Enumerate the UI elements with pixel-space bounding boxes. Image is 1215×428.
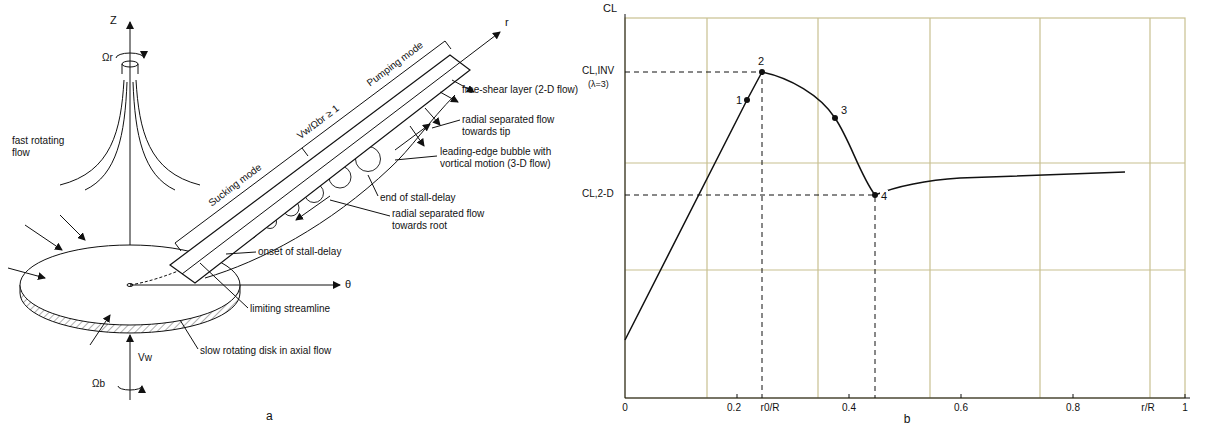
- chart-label: b: [903, 413, 912, 427]
- chart-label: 0.8: [1065, 402, 1081, 414]
- chart-label: 0.6: [953, 402, 969, 414]
- figure-label: Vw/Ωbr ≥ 1: [295, 102, 342, 141]
- chart-label: 4: [880, 190, 888, 203]
- chart-label: 3: [840, 104, 848, 117]
- chart-label: (λ=3): [588, 79, 609, 89]
- chart-label: 0.2: [726, 402, 742, 414]
- chart-label: CL,INV: [582, 65, 614, 77]
- chart-label: 2: [757, 55, 765, 68]
- figure-label: Ωr: [102, 52, 113, 64]
- figure-label: leading-edge bubble with vortical motion…: [440, 146, 575, 169]
- chart-label: CL: [603, 2, 617, 15]
- chart-label: 1: [1181, 402, 1189, 414]
- figure-label: end of stall-delay: [380, 192, 475, 204]
- figure-label: θ: [345, 278, 351, 291]
- chart-label: r0/R: [760, 402, 781, 414]
- figure-label: a: [266, 410, 273, 424]
- figure-label: Ωb: [92, 378, 105, 390]
- figure-label: radial separated flow towards root: [392, 208, 502, 231]
- figure-label: radial separated flow towards tip: [462, 114, 580, 137]
- chart-label: CL,2-D: [582, 188, 614, 200]
- figure-label: free-shear layer (2-D flow): [462, 84, 580, 96]
- figure-label: Z: [110, 14, 117, 27]
- figure-label: slow rotating disk in axial flow: [200, 345, 331, 357]
- chart-label: 0.4: [841, 402, 857, 414]
- figure-label: fast rotating flow: [12, 135, 84, 158]
- figure-label: limiting streamline: [250, 303, 330, 315]
- figure-label: Vw: [138, 352, 152, 364]
- figure-label: onset of stall-delay: [258, 246, 341, 258]
- figure-label: Sucking mode: [206, 161, 264, 208]
- chart-label: 1: [735, 94, 743, 107]
- chart-label: 0: [621, 402, 629, 414]
- figure-label: Pumping mode: [365, 39, 426, 89]
- figure-label: r: [505, 16, 509, 29]
- chart-label: r/R: [1140, 402, 1155, 414]
